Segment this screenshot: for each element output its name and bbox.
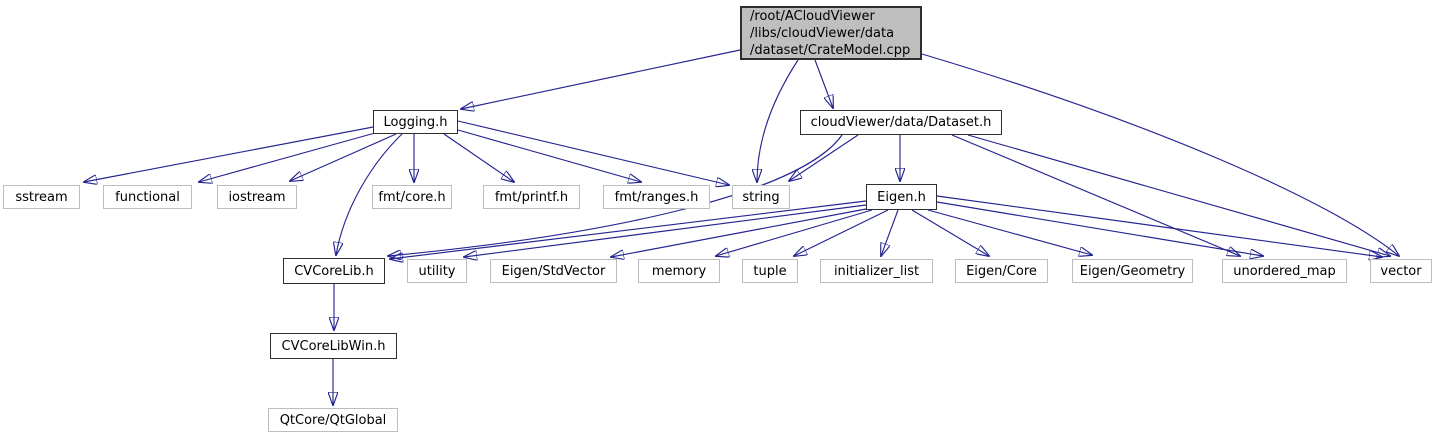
edge-eigen-h-to-eigen-geometry — [927, 209, 1092, 255]
node-eigen-h[interactable]: Eigen.h — [866, 184, 937, 210]
edge-dataset-h-to-vector — [967, 134, 1390, 256]
edge-eigen-h-to-eigen-stdvector — [611, 208, 867, 257]
edge-crate-model-cpp-to-dataset-h — [814, 59, 833, 108]
edge-eigen-h-to-vector — [936, 195, 1382, 257]
node-unordered-map: unordered_map — [1222, 259, 1347, 283]
edge-logging-h-to-fmt-ranges-h — [457, 129, 641, 182]
node-utility: utility — [407, 259, 467, 283]
edge-logging-h-to-string — [457, 120, 729, 185]
node-fmt-ranges-h: fmt/ranges.h — [603, 185, 710, 209]
node-crate-model-cpp: /root/ACloudViewer /libs/cloudViewer/dat… — [740, 6, 922, 60]
node-fmt-printf-h: fmt/printf.h — [483, 185, 580, 209]
edge-crate-model-cpp-to-string — [757, 59, 799, 182]
node-cvcorelibwin-h[interactable]: CVCoreLibWin.h — [270, 333, 397, 359]
node-initializer-list: initializer_list — [820, 259, 933, 283]
node-iostream: iostream — [217, 185, 297, 209]
edge-dataset-h-to-cvcorelib-h — [388, 134, 843, 256]
edge-eigen-h-to-memory — [716, 209, 873, 256]
edge-eigen-h-to-unordered-map — [936, 201, 1263, 256]
node-sstream: sstream — [3, 185, 80, 209]
edge-crate-model-cpp-to-vector — [921, 53, 1399, 256]
edge-dataset-h-to-unordered-map — [951, 134, 1240, 256]
edge-eigen-h-to-utility — [464, 204, 867, 257]
edge-eigen-h-to-tuple — [794, 209, 889, 256]
node-string: string — [732, 185, 790, 209]
edge-logging-h-to-sstream — [84, 126, 374, 182]
node-eigen-core: Eigen/Core — [955, 259, 1048, 283]
node-dataset-h[interactable]: cloudViewer/data/Dataset.h — [800, 110, 1002, 135]
edge-eigen-h-to-eigen-core — [911, 209, 989, 256]
edge-logging-h-to-iostream — [290, 133, 397, 181]
node-memory: memory — [638, 259, 720, 283]
edge-eigen-h-to-cvcorelib-h — [390, 200, 867, 259]
node-tuple: tuple — [742, 259, 798, 283]
node-logging-h[interactable]: Logging.h — [373, 110, 458, 134]
node-functional: functional — [103, 185, 192, 209]
edge-logging-h-to-functional — [199, 132, 376, 182]
node-eigen-geometry: Eigen/Geometry — [1072, 259, 1193, 283]
node-fmt-core-h: fmt/core.h — [372, 185, 452, 209]
edge-dataset-h-to-string — [789, 134, 859, 181]
node-vector: vector — [1370, 259, 1432, 283]
node-eigen-stdvector: Eigen/StdVector — [490, 259, 617, 283]
node-qtcore-qtglobal: QtCore/QtGlobal — [268, 408, 398, 432]
edge-eigen-h-to-initializer-list — [881, 209, 899, 256]
edge-logging-h-to-fmt-printf-h — [443, 133, 514, 182]
node-cvcorelib-h[interactable]: CVCoreLib.h — [283, 258, 385, 284]
edge-logging-h-to-cvcorelib-h — [336, 133, 403, 255]
edge-crate-model-cpp-to-logging-h — [461, 49, 741, 109]
